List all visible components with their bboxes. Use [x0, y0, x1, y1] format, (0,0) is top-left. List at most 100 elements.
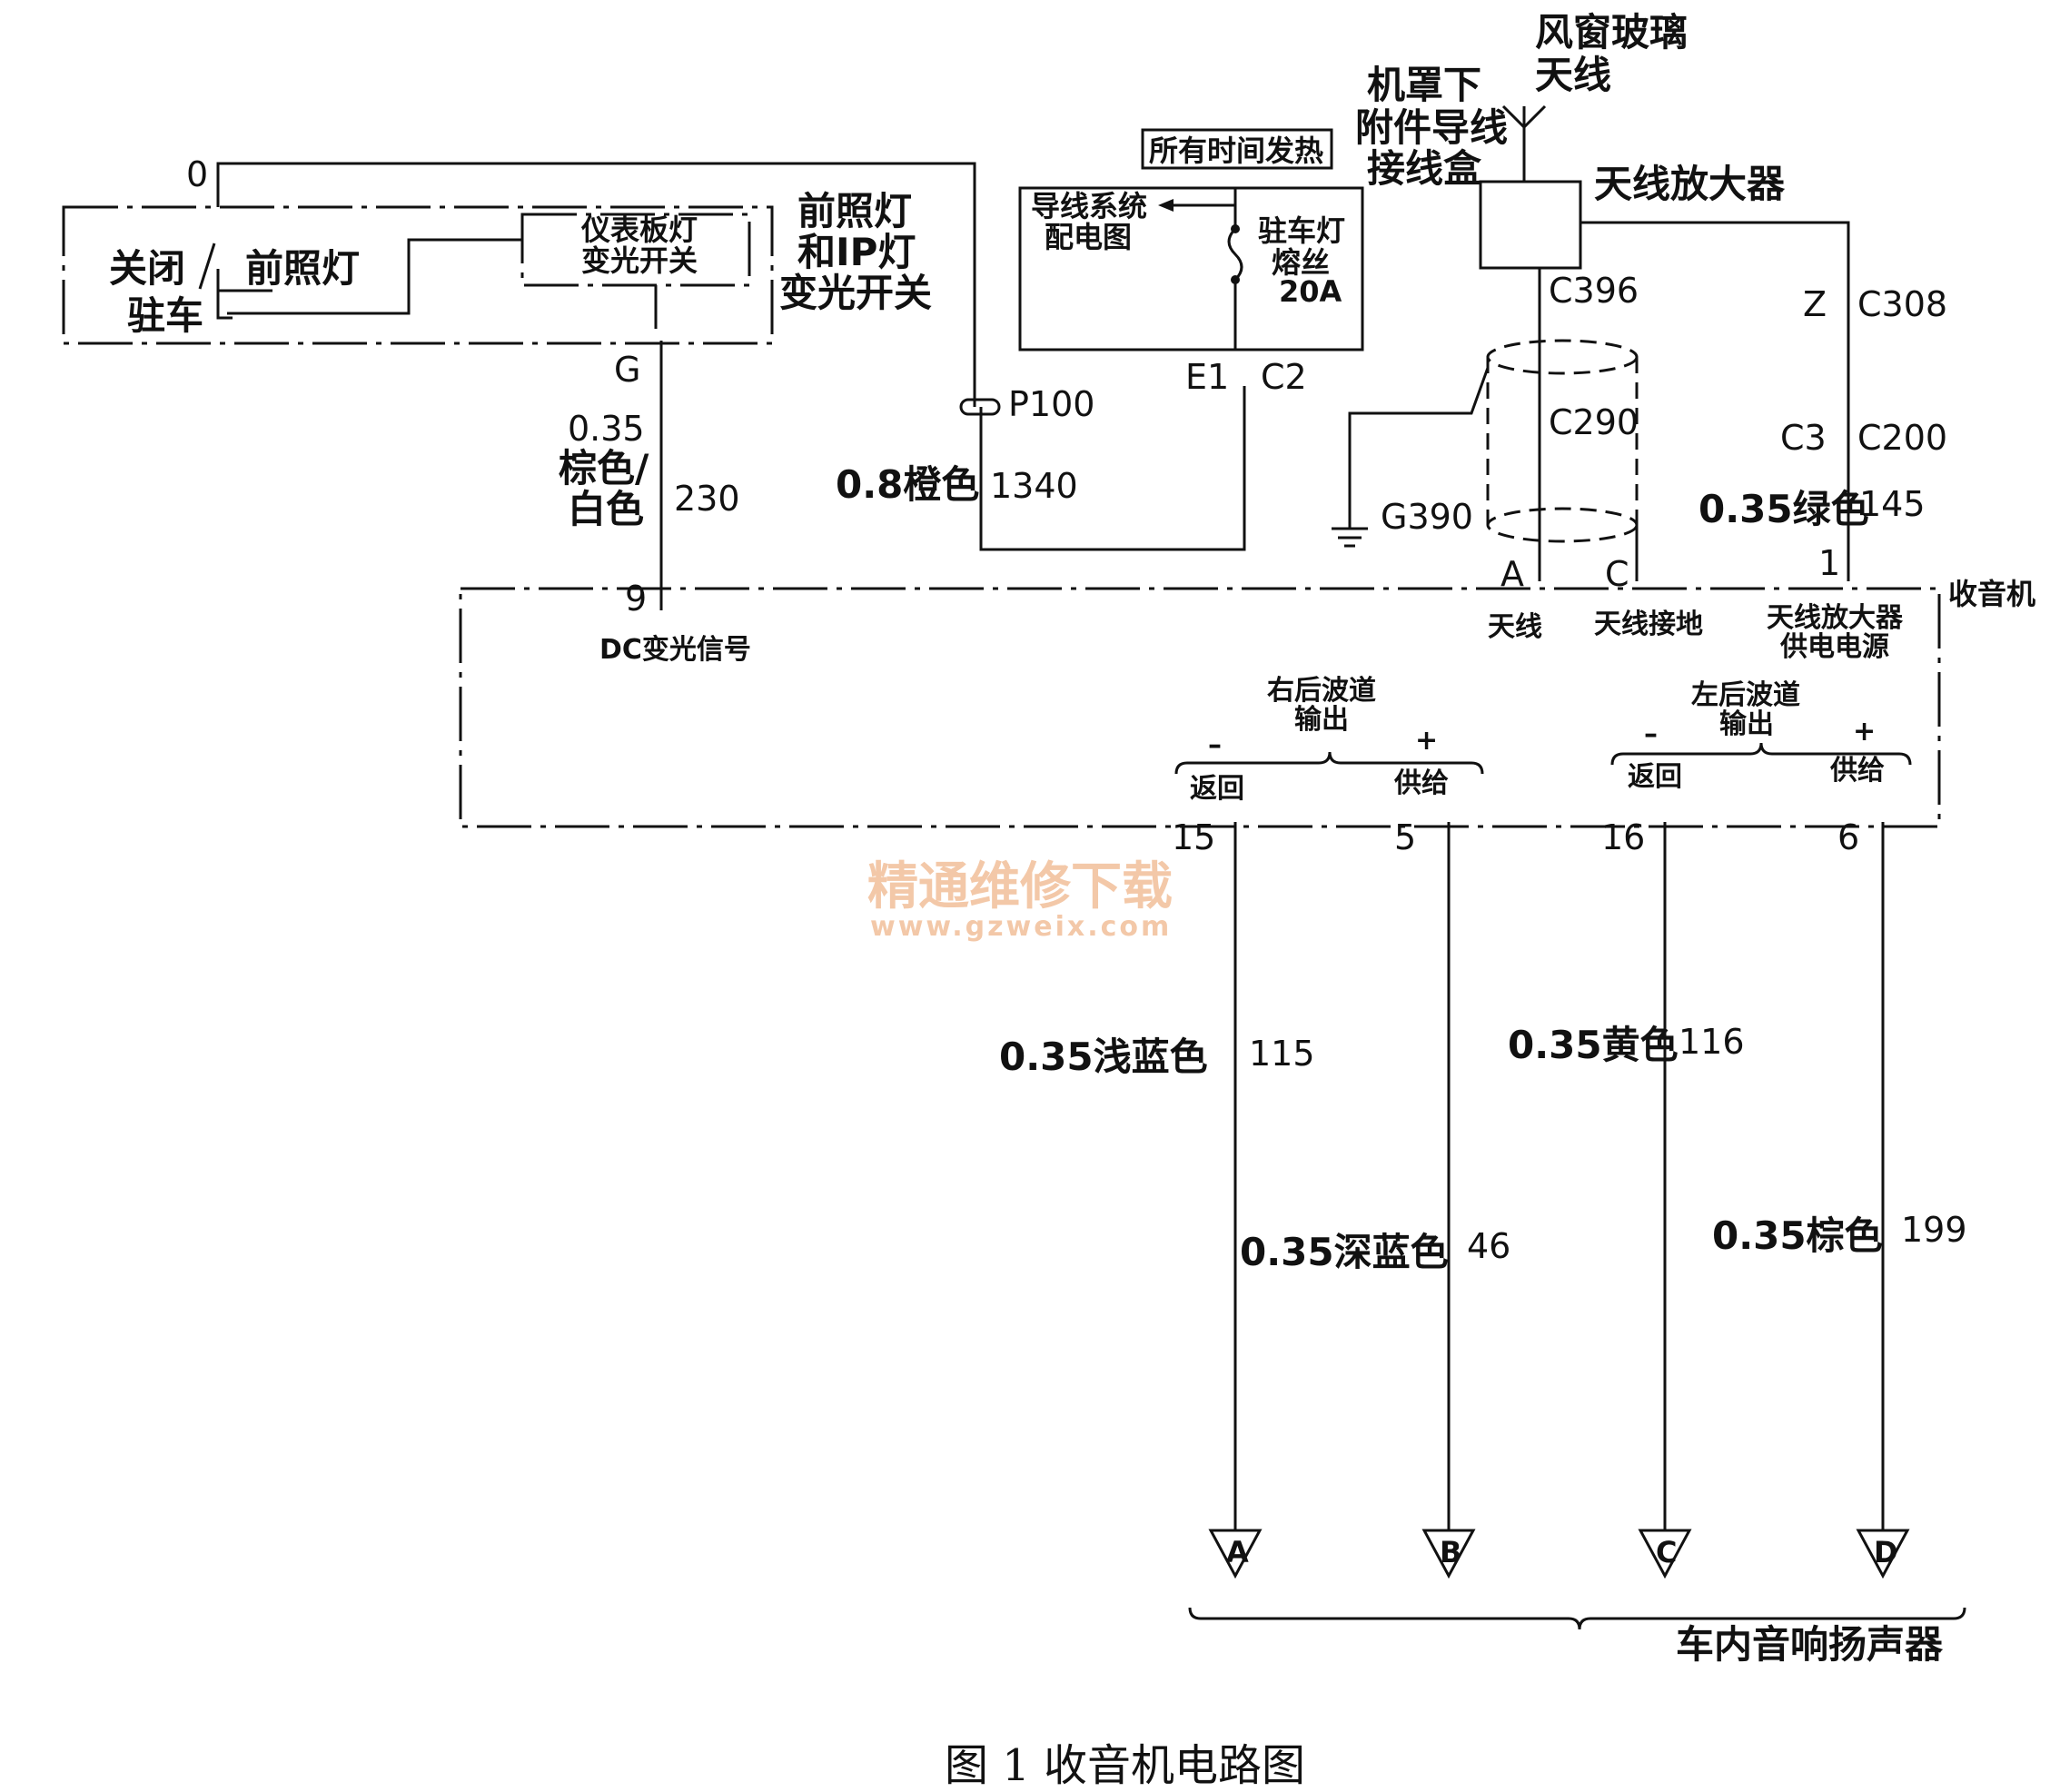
lr-return: 返回 [1628, 761, 1682, 793]
dc-dim-label: DC变光信号 [599, 634, 751, 666]
switch-pos-park: 驻车 [127, 293, 203, 338]
g390-label: G390 [1381, 497, 1473, 537]
windshield-antenna-1: 风窗玻璃 [1535, 10, 1688, 54]
conn-c2-label: C2 [1261, 357, 1307, 397]
z-label: Z [1803, 284, 1827, 324]
c290-label: C290 [1549, 402, 1639, 442]
speaker-terminal-label: C [1656, 1535, 1677, 1569]
speaker-terminal-triangle [1208, 1529, 1263, 1579]
headlamp-switch: 前照灯 和IP灯 变光开关 关闭 驻车 前照灯 仪表板灯 变光开关 0 G [62, 154, 976, 407]
lr-channel-1: 左后波道 [1691, 679, 1800, 711]
rr-brace [1174, 751, 1484, 775]
rr-plus: + [1415, 725, 1438, 757]
switch-pos-off: 关闭 [109, 246, 185, 291]
wire-230-circuit: 230 [674, 479, 740, 519]
speaker-wire-label: 0.35黄色 [1508, 1023, 1679, 1067]
figure-caption: 图 1 收音机电路图 [945, 1740, 1305, 1791]
speaker-pin-label: 6 [1837, 817, 1859, 857]
speaker-pin-label: 15 [1172, 817, 1215, 857]
lr-plus: + [1853, 716, 1876, 747]
switch-pos-head: 前照灯 [245, 246, 360, 291]
wire-145-circuit: 145 [1859, 484, 1926, 524]
fuse-header: 所有时间发热 [1149, 134, 1323, 168]
watermark-line-1: 精通维修下载 [867, 857, 1173, 916]
radio-unit: 收音机 DC变光信号 天线 天线接地 天线放大器 供电电源 右后波道 输出 – … [459, 577, 2035, 828]
wire-1340-group: P100 0.8橙色 1340 [836, 384, 1246, 551]
speaker-wire-circuit: 199 [1901, 1210, 1967, 1250]
lr-channel-2: 输出 [1719, 708, 1774, 740]
speaker-terminal-triangle [1856, 1529, 1910, 1579]
dimmer-switch-box [520, 213, 751, 287]
windshield-antenna-2: 天线 [1535, 53, 1611, 97]
fuse-ref-arrowhead [1158, 199, 1174, 212]
wire-pin0 [216, 162, 976, 407]
antenna-section: 风窗玻璃 天线 机罩下 附件导线 接线盒 天线放大器 C396 C290 G39… [1332, 10, 1947, 594]
p100-splice [959, 398, 1001, 416]
pin-g-label: G [614, 350, 640, 390]
fuse-label-2: 熔丝 [1272, 245, 1330, 280]
wire-1340-label: 0.8橙色 [836, 462, 979, 507]
rr-supply: 供给 [1393, 767, 1449, 799]
speaker-wire-circuit: 116 [1679, 1022, 1745, 1062]
speaker-wire-label: 0.35深蓝色 [1240, 1230, 1449, 1274]
watermark: 精通维修下载 www.gzweix.com [867, 857, 1173, 943]
wire-1340-circuit: 1340 [990, 466, 1078, 506]
amplifier-label: 天线放大器 [1594, 162, 1786, 206]
speaker-terminal-label: D [1874, 1535, 1898, 1569]
switch-arm [198, 243, 216, 290]
c3-label: C3 [1780, 418, 1827, 458]
speaker-terminal-label: A [1226, 1535, 1249, 1569]
wire-145-label: 0.35绿色 [1698, 487, 1869, 531]
rr-channel-1: 右后波道 [1267, 675, 1376, 707]
fuse-node-1 [1231, 224, 1240, 233]
rr-channel-2: 输出 [1294, 704, 1349, 736]
speaker-terminal-triangle [1421, 1529, 1476, 1579]
junction-label-3: 接线盒 [1367, 146, 1482, 191]
c396-label: C396 [1549, 271, 1639, 311]
fuse-label-3: 20A [1279, 274, 1342, 309]
conn-e1-label: E1 [1185, 357, 1229, 397]
fuse-symbol [1227, 227, 1243, 282]
c308-label: C308 [1857, 284, 1947, 324]
switch-title-1: 前照灯 [797, 189, 912, 233]
amp-power-label-1: 天线放大器 [1767, 602, 1904, 634]
antenna-ground-label: 天线接地 [1594, 609, 1703, 640]
dimmer-label-1: 仪表板灯 [580, 213, 698, 247]
speaker-wire-label: 0.35浅蓝色 [999, 1035, 1208, 1079]
wire-dimmer-link [227, 238, 522, 315]
speaker-wire-circuit: 46 [1467, 1226, 1510, 1266]
switch-contact-park [216, 269, 233, 320]
lr-minus: – [1644, 718, 1658, 750]
speaker-wire-circuit: 115 [1249, 1034, 1315, 1074]
radio-box [459, 587, 1941, 828]
junction-label-1: 机罩下 [1367, 63, 1481, 107]
wire-230-color-2: 白色 [568, 487, 644, 531]
switch-title-2: 和IP灯 [797, 230, 916, 274]
dimmer-label-2: 变光开关 [581, 243, 698, 278]
fuse-ref-2: 配电图 [1045, 220, 1132, 254]
fuse-block: 所有时间发热 导线系统 配电图 驻车灯 熔丝 20A E1 C2 [1018, 128, 1364, 397]
rr-return: 返回 [1190, 773, 1244, 805]
junction-label-2: 附件导线 [1355, 105, 1508, 150]
antenna-pin-label: 天线 [1488, 611, 1542, 643]
wire-230-size: 0.35 [568, 409, 645, 449]
fuse-ref-1: 导线系统 [1031, 189, 1147, 223]
ground-wire [1348, 367, 1490, 529]
coax-top [1486, 339, 1639, 375]
speakers-brace [1188, 1607, 1966, 1630]
amp-power-label-2: 供电电源 [1779, 631, 1889, 663]
fuse-block-box [1018, 186, 1364, 351]
pin-1-label: 1 [1818, 543, 1840, 583]
switch-title-3: 变光开关 [779, 271, 932, 315]
fuse-header-box [1141, 128, 1333, 170]
speaker-terminal-label: B [1440, 1535, 1461, 1569]
wire-145 [1580, 221, 1850, 581]
speaker-pin-label: 16 [1601, 817, 1645, 857]
pin-0-label: 0 [186, 154, 208, 194]
